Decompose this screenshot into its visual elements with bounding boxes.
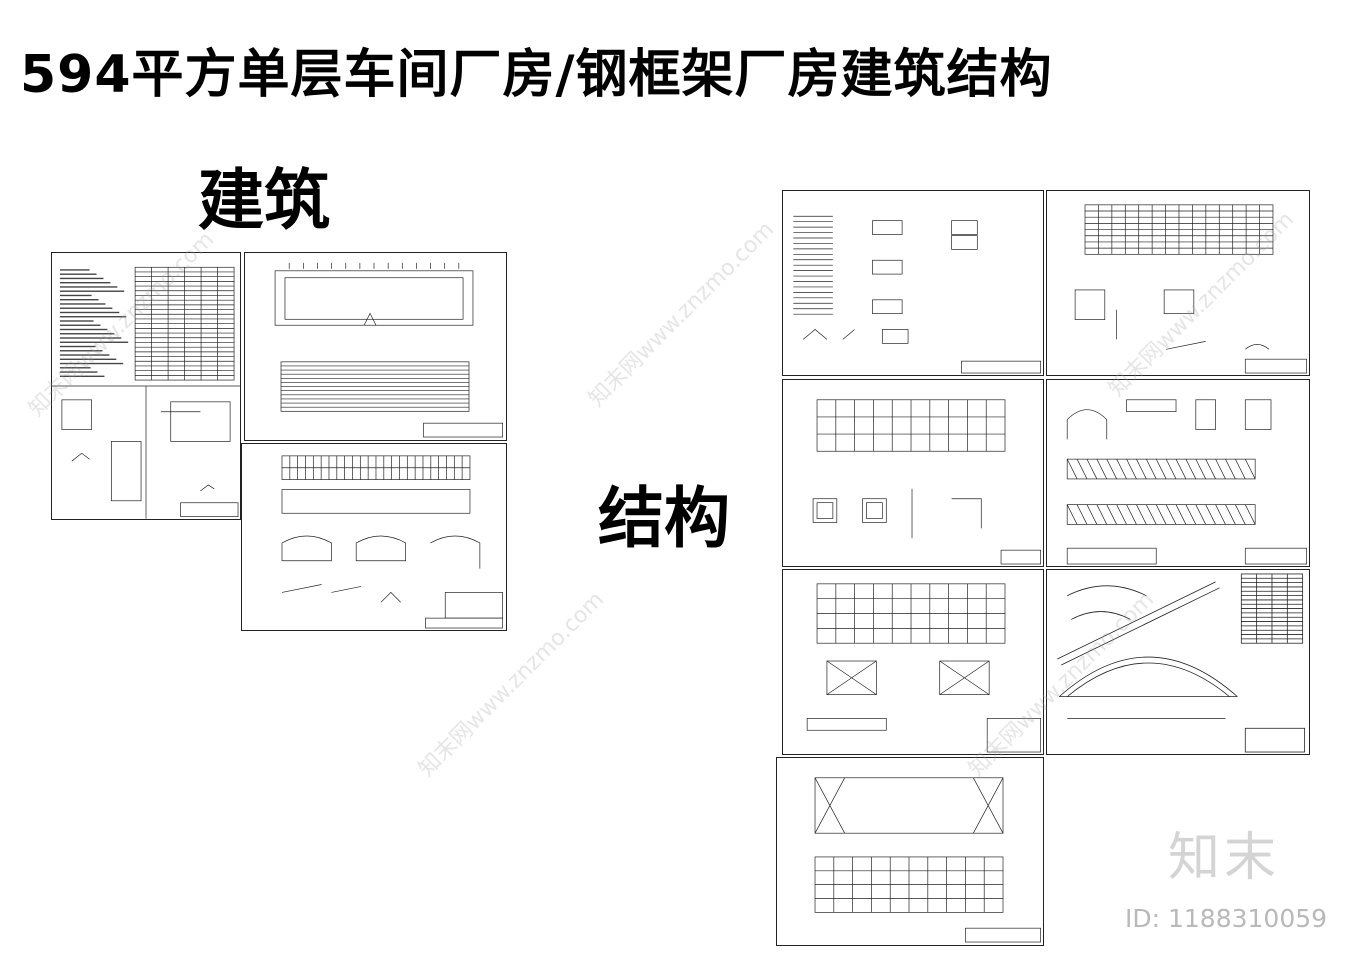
struct-sheet-arch-truss-drawing [1057,573,1306,753]
struct-sheet-roof-plan[interactable] [1046,190,1310,376]
structure-label: 结构 [598,479,730,557]
struct-sheet-roof-plan-drawing [1074,204,1307,374]
watermark-diagonal: 知末网www.znzmo.com [584,217,780,412]
struct-sheet-frames[interactable] [1046,379,1310,567]
arch-sheet-notes-drawing [52,266,240,519]
struct-sheet-foundation[interactable] [782,379,1044,567]
watermark-brand: 知末 [1168,828,1281,888]
struct-sheet-bracing-plan-drawing [814,777,1041,943]
struct-sheet-column-plan-drawing [806,583,1041,753]
struct-sheet-frames-drawing [1066,399,1307,565]
watermark-id: ID: 1188310059 [1125,904,1328,933]
arch-sheet-elevations[interactable] [241,443,507,631]
struct-sheet-details-drawing [793,215,1041,374]
page-title: 594平方单层车间厂房/钢框架厂房建筑结构 [20,45,1053,105]
architecture-label: 建筑 [198,161,330,239]
struct-sheet-arch-truss[interactable] [1046,569,1310,755]
arch-sheet-plans-drawing [274,262,503,438]
struct-sheet-details[interactable] [782,190,1044,376]
arch-sheet-elevations-drawing [281,455,503,629]
arch-sheet-notes[interactable] [51,252,241,520]
struct-sheet-foundation-drawing [812,399,1041,565]
struct-sheet-bracing-plan[interactable] [776,757,1044,946]
arch-sheet-plans[interactable] [244,252,507,441]
struct-sheet-column-plan[interactable] [782,569,1044,755]
